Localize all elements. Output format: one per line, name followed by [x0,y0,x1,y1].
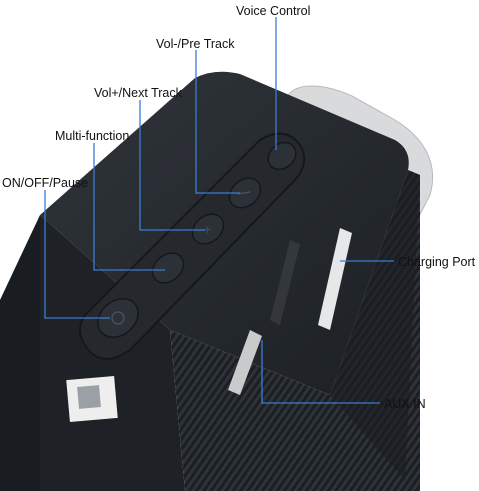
label-multi-function: Multi-function [55,129,130,143]
multi-function-button [151,252,185,284]
vol-plus-button [191,213,225,245]
label-on-off-pause: ON/OFF/Pause [2,176,89,190]
voice-control-button [267,141,297,171]
leader-onoff [44,190,110,319]
label-vol-plus-next-track: Vol+/Next Track [94,86,182,100]
label-aux-in: AUX IN [384,397,426,411]
on-off-button [97,298,139,338]
leader-lines [44,17,394,404]
label-charging-port: Charging Port [398,255,476,269]
charging-port [318,228,352,330]
label-vol-minus-pre-track: Vol-/Pre Track [156,37,235,51]
leader-aux [261,340,380,404]
leader-volminus [195,50,240,194]
svg-text:+: + [203,221,211,237]
aux-port [228,330,262,395]
leader-multi [93,143,165,271]
label-voice-control: Voice Control [236,4,311,18]
leader-volplus [139,100,205,231]
